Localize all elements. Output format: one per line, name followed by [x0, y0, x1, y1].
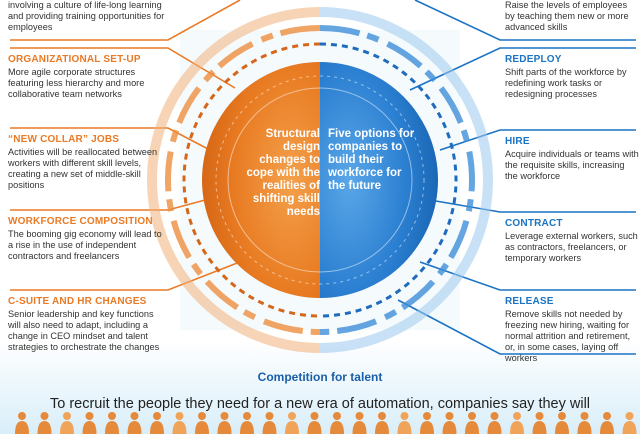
person-body-icon — [127, 421, 142, 434]
person-body-icon — [375, 421, 389, 434]
right-item-contract: CONTRACT Leverage external workers, such… — [505, 218, 639, 264]
person-body-icon — [262, 421, 277, 434]
person-body-icon — [195, 421, 209, 434]
person-body-icon — [600, 421, 614, 434]
right-item-2-title: REDEPLOY — [505, 54, 562, 65]
person-head-icon — [85, 412, 94, 420]
person-head-icon — [468, 412, 476, 420]
person-head-icon — [220, 412, 229, 420]
person-head-icon — [40, 412, 49, 420]
person-head-icon — [445, 412, 454, 420]
person-body-icon — [307, 421, 322, 434]
person-body-icon — [420, 421, 434, 434]
person-head-icon — [625, 412, 634, 420]
person-head-icon — [558, 412, 566, 420]
person-body-icon — [577, 421, 592, 434]
left-item-4-desc: The booming gig economy will lead to a r… — [8, 229, 162, 261]
person-body-icon — [487, 421, 502, 434]
person-head-icon — [490, 412, 499, 420]
person-head-icon — [513, 412, 521, 420]
person-body-icon — [37, 421, 52, 434]
left-item-2-desc: More agile corporate structures featurin… — [8, 67, 145, 99]
left-item-2-title: ORGANIZATIONAL SET-UP — [8, 54, 141, 65]
person-body-icon — [82, 421, 97, 434]
left-item-5-title: C-SUITE AND HR CHANGES — [8, 296, 147, 307]
person-head-icon — [288, 412, 296, 420]
left-item-3-title: “NEW COLLAR” JOBS — [8, 134, 120, 145]
person-body-icon — [397, 421, 412, 434]
person-body-icon — [532, 421, 547, 434]
left-item-c-suite-hr: C-SUITE AND HR CHANGES Senior leadership… — [8, 296, 166, 353]
person-body-icon — [172, 421, 187, 434]
person-head-icon — [18, 412, 26, 420]
left-item-1-desc: involving a culture of life-long learnin… — [8, 0, 165, 32]
person-body-icon — [15, 421, 29, 434]
person-body-icon — [285, 421, 299, 434]
person-head-icon — [153, 412, 161, 420]
person-body-icon — [352, 421, 367, 434]
person-head-icon — [355, 412, 364, 420]
right-item-5-title: RELEASE — [505, 296, 554, 307]
right-item-4-title: CONTRACT — [505, 218, 563, 229]
right-connectors — [397, 0, 636, 355]
person-body-icon — [60, 421, 74, 434]
left-item-5-desc: Senior leadership and key functions will… — [8, 309, 160, 352]
left-item-workforce-composition: WORKFORCE COMPOSITION The booming gig ec… — [8, 216, 166, 262]
right-item-3-title: HIRE — [505, 136, 530, 147]
right-item-hire: HIRE Acquire individuals or teams with t… — [505, 136, 639, 182]
person-body-icon — [442, 421, 457, 434]
center-left-text: Structural design changes to cope with t… — [246, 128, 320, 218]
left-item-4-title: WORKFORCE COMPOSITION — [8, 216, 153, 227]
right-item-4-desc: Leverage external workers, such as contr… — [505, 231, 638, 263]
person-head-icon — [175, 412, 184, 420]
person-head-icon — [378, 412, 386, 420]
left-item-organizational-setup: ORGANIZATIONAL SET-UP More agile corpora… — [8, 54, 166, 100]
left-item-1: involving a culture of life-long learnin… — [8, 0, 166, 33]
person-body-icon — [510, 421, 524, 434]
person-body-icon — [150, 421, 164, 434]
person-head-icon — [198, 412, 206, 420]
left-item-3-desc: Activities will be reallocated between w… — [8, 147, 158, 190]
person-head-icon — [243, 412, 251, 420]
people-silhouettes — [15, 412, 637, 434]
center-right-text: Five options for companies to build thei… — [328, 128, 415, 192]
person-body-icon — [240, 421, 254, 434]
person-head-icon — [265, 412, 274, 420]
person-head-icon — [603, 412, 611, 420]
person-head-icon — [108, 412, 116, 420]
right-item-redeploy: REDEPLOY Shift parts of the workforce by… — [505, 54, 639, 100]
right-item-1: Raise the levels of employees by teachin… — [505, 0, 639, 33]
person-head-icon — [333, 412, 341, 420]
person-body-icon — [330, 421, 344, 434]
right-item-1-desc: Raise the levels of employees by teachin… — [505, 0, 629, 32]
recruit-text: To recruit the people they need for a ne… — [49, 396, 591, 412]
person-head-icon — [423, 412, 431, 420]
right-item-5-desc: Remove skills not needed by freezing new… — [505, 309, 631, 363]
person-body-icon — [555, 421, 569, 434]
person-head-icon — [580, 412, 589, 420]
competition-heading: Competition for talent — [257, 370, 383, 384]
person-head-icon — [535, 412, 544, 420]
right-item-2-desc: Shift parts of the workforce by redefini… — [505, 67, 627, 99]
right-item-release: RELEASE Remove skills not needed by free… — [505, 296, 639, 364]
person-head-icon — [310, 412, 319, 420]
person-body-icon — [217, 421, 232, 434]
person-head-icon — [130, 412, 139, 420]
person-body-icon — [465, 421, 479, 434]
person-body-icon — [622, 421, 637, 434]
person-head-icon — [63, 412, 71, 420]
right-item-3-desc: Acquire individuals or teams with the re… — [505, 149, 639, 181]
person-body-icon — [105, 421, 119, 434]
left-item-new-collar-jobs: “NEW COLLAR” JOBS Activities will be rea… — [8, 134, 166, 191]
person-head-icon — [400, 412, 409, 420]
